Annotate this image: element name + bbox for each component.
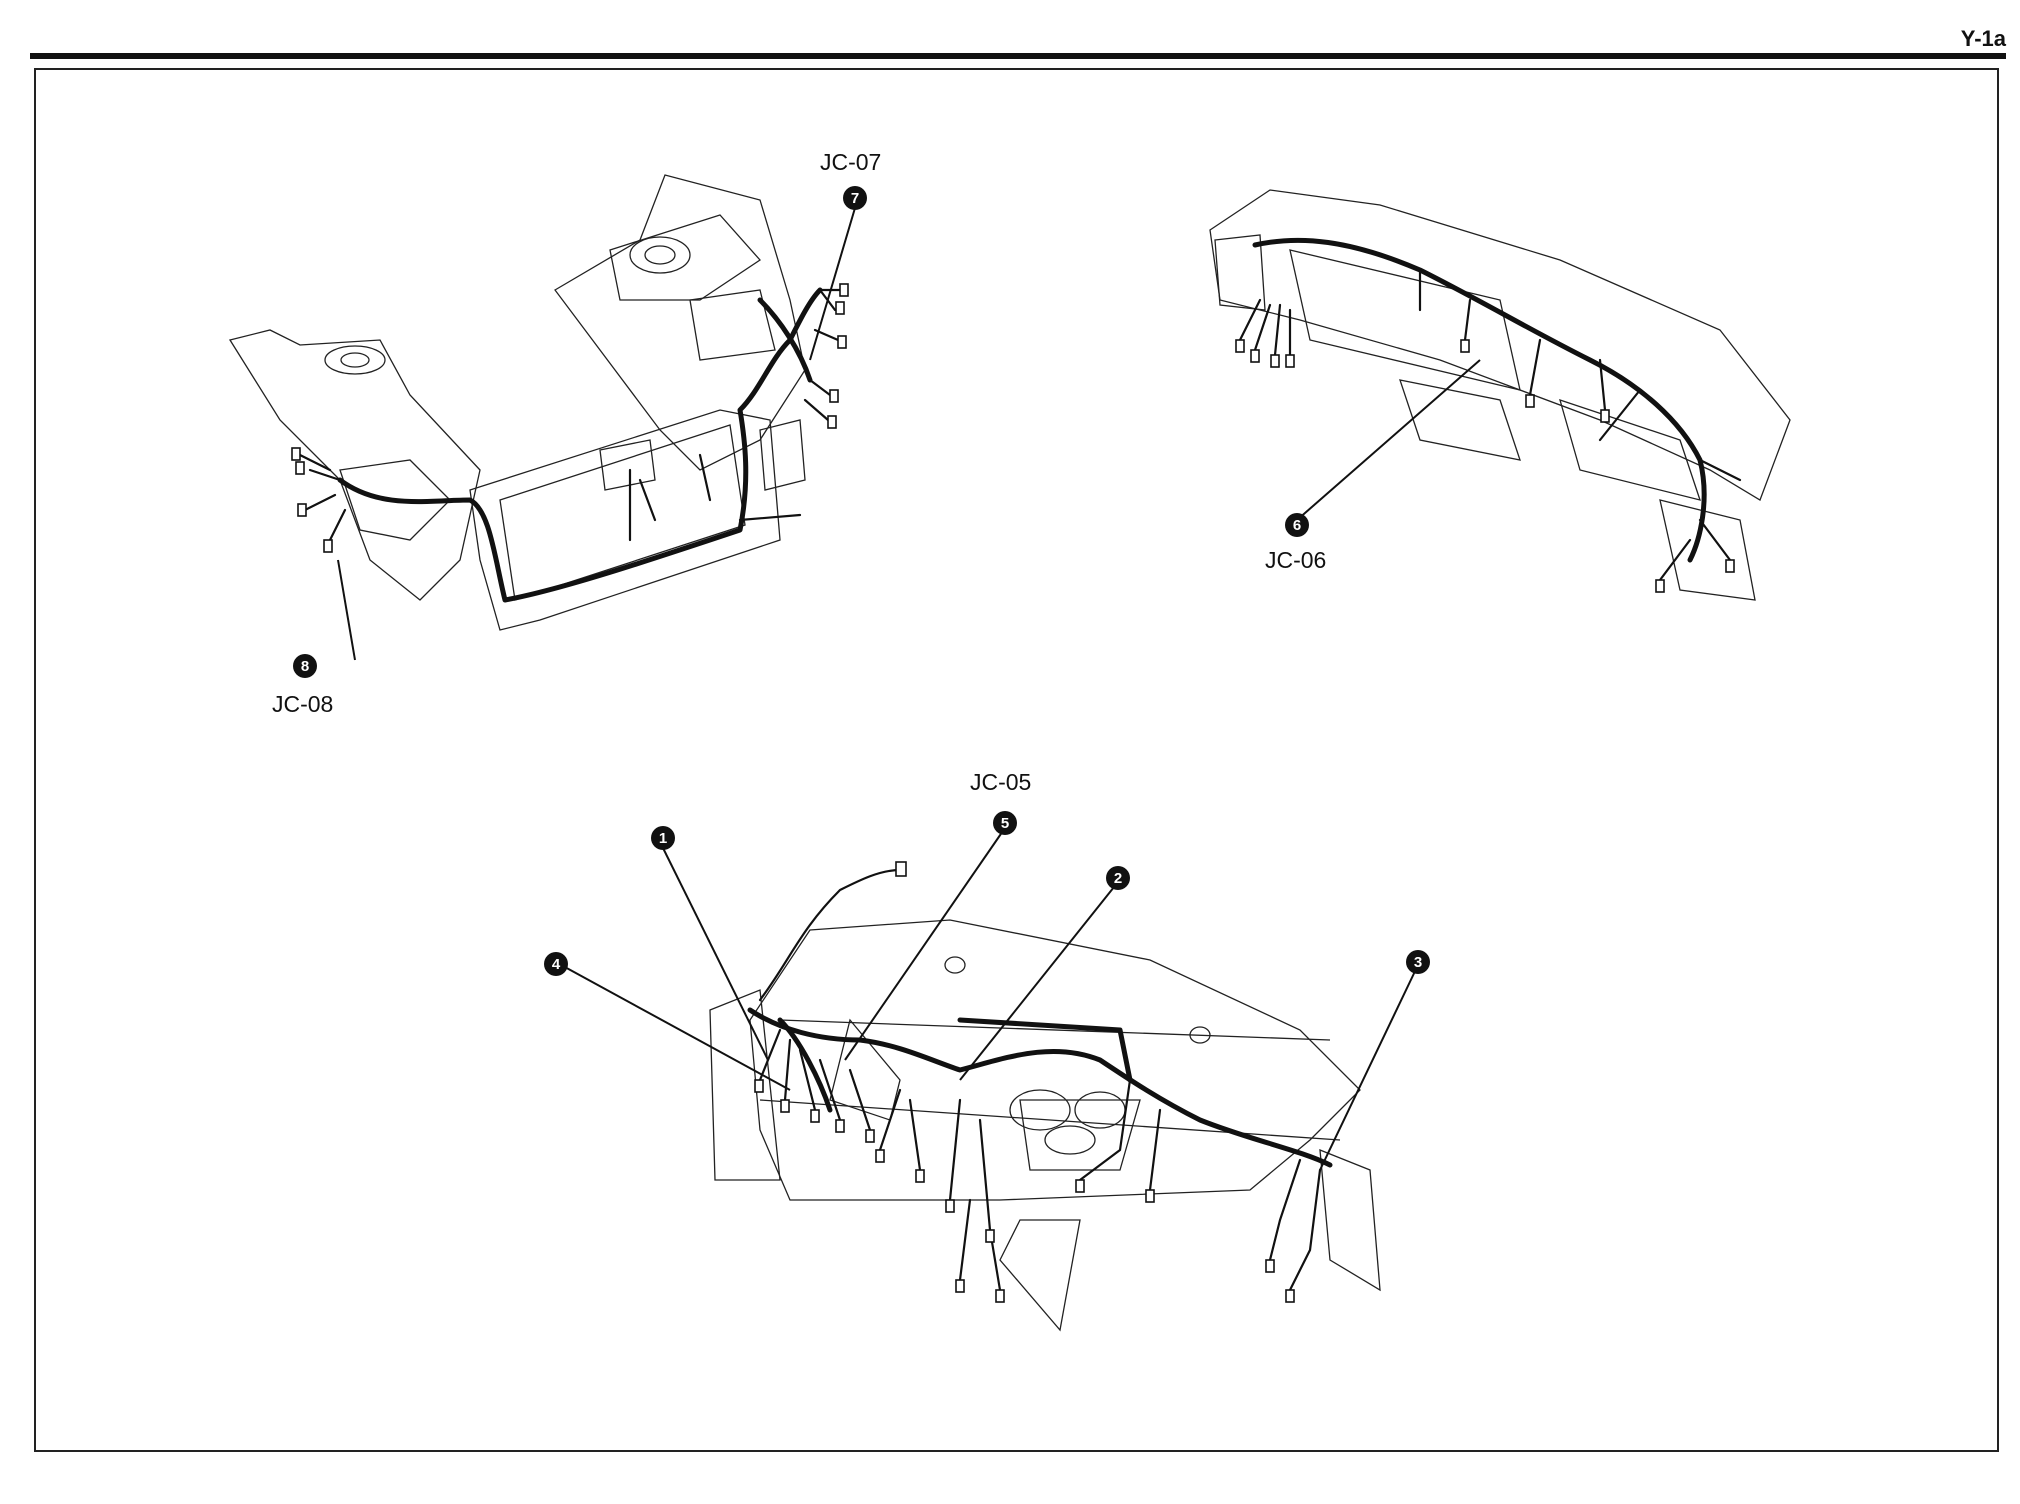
callout-1-badge	[651, 826, 675, 850]
callout-7-badge	[843, 186, 867, 210]
callout-3: 3	[1406, 950, 1430, 974]
callout-2-badge	[1106, 866, 1130, 890]
callout-jc07-label: JC-07	[820, 149, 881, 175]
front-harness-illustration	[228, 174, 849, 631]
callout-jc06-label: JC-06	[1265, 547, 1326, 573]
callout-4: 4	[544, 952, 568, 976]
callout-4-badge	[544, 952, 568, 976]
callout-8-badge	[293, 654, 317, 678]
page-reference: Y-1a	[1960, 26, 2006, 51]
callout-8-number: 8	[301, 658, 309, 675]
callout-jc08-label: JC-08	[272, 691, 333, 717]
callout-3-number: 3	[1414, 954, 1422, 971]
callout-jc08: 8 JC-08	[272, 654, 333, 717]
callout-jc05: JC-05 5	[970, 769, 1031, 835]
instrument-panel-illustration	[1209, 189, 1791, 601]
callout-6-number: 6	[1293, 517, 1301, 534]
callout-2-number: 2	[1114, 870, 1122, 887]
callout-4-number: 4	[552, 956, 561, 973]
callout-jc07: JC-07 7	[820, 149, 881, 210]
callout-5-badge	[993, 811, 1017, 835]
leader-lines	[337, 207, 1481, 1171]
callout-jc05-label: JC-05	[970, 769, 1031, 795]
diagram-frame	[34, 68, 1999, 1452]
callout-6-badge	[1285, 513, 1309, 537]
callout-3-badge	[1406, 950, 1430, 974]
callout-7-number: 7	[851, 190, 859, 207]
main-dash-harness-illustration	[709, 861, 1381, 1332]
callout-5-number: 5	[1001, 815, 1009, 832]
callout-2: 2	[1106, 866, 1130, 890]
callout-jc06: 6 JC-06	[1265, 513, 1326, 573]
callout-1: 1	[651, 826, 675, 850]
header-rule	[30, 53, 2006, 59]
callout-1-number: 1	[659, 830, 667, 847]
